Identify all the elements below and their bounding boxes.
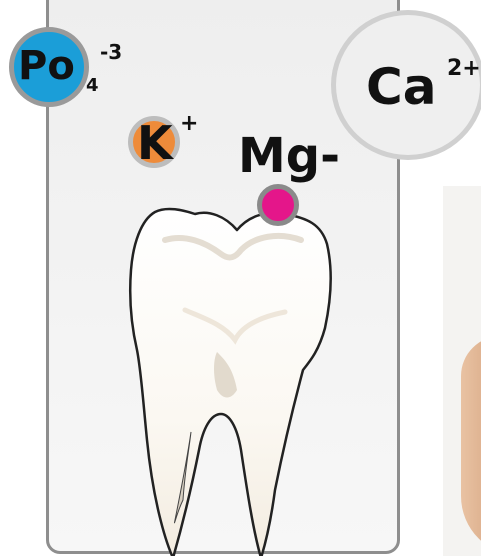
- potassium-charge: +: [180, 113, 198, 135]
- calcium-charge: 2+: [447, 58, 481, 80]
- calcium-symbol: Ca: [366, 62, 436, 112]
- potassium-symbol: K: [137, 120, 173, 166]
- phosphate-subscript: 4: [86, 77, 99, 95]
- phosphate-symbol: Po: [18, 46, 75, 86]
- magnesium-symbol: Mg-: [238, 132, 340, 180]
- phosphate-charge: -3: [100, 42, 122, 62]
- face-image: [461, 336, 481, 556]
- tooth-illustration: [125, 200, 337, 556]
- person-photo: [443, 186, 481, 556]
- magnesium-ion-circle: [257, 184, 299, 226]
